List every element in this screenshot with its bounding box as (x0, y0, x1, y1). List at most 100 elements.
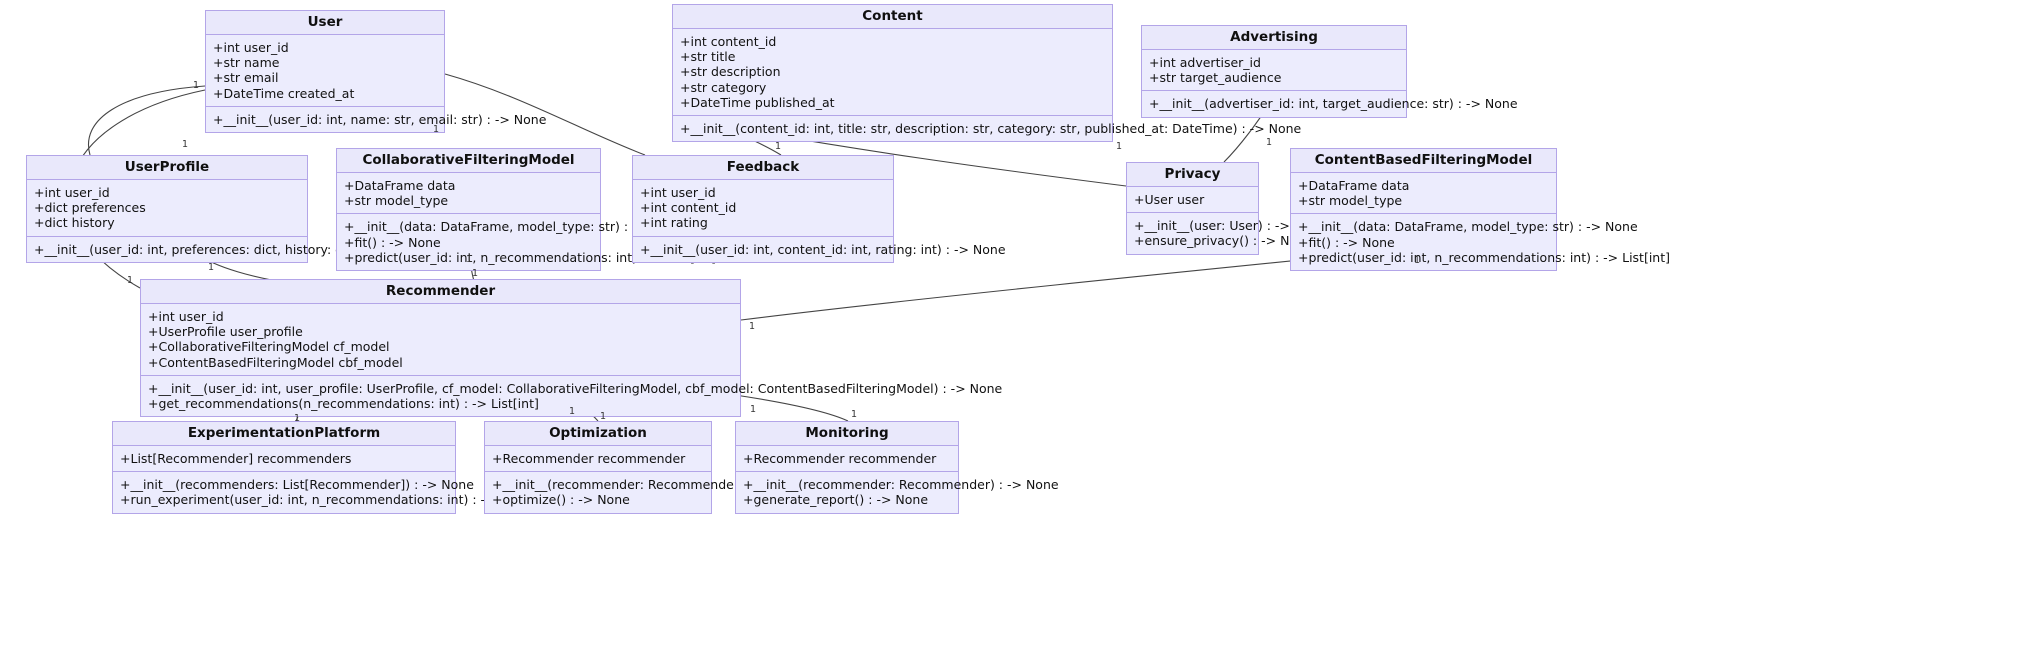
multiplicity-label: 1 (600, 411, 607, 422)
class-attributes-cfmodel: +DataFrame data+str model_type (337, 173, 600, 215)
method-line: +__init__(recommender: Recommender) : ->… (743, 477, 1059, 493)
uml-class-experimentationplatform[interactable]: ExperimentationPlatform+List[Recommender… (112, 421, 607, 514)
attribute-line: +DataFrame data (1298, 178, 1410, 193)
attribute-line: +str email (213, 70, 279, 86)
multiplicity-label: 1 (182, 139, 189, 150)
method-line: +run_experiment(user_id: int, n_recommen… (120, 492, 607, 508)
multiplicity-label: 1 (1116, 141, 1123, 152)
attribute-line: +str name (213, 55, 280, 71)
class-methods-cfmodel: +__init__(data: DataFrame, model_type: s… (337, 214, 716, 271)
multiplicity-label: 1 (1266, 137, 1273, 148)
class-methods-advertising: +__init__(advertiser_id: int, target_aud… (1142, 91, 1518, 117)
class-methods-userprofile: +__init__(user_id: int, preferences: dic… (27, 236, 427, 262)
attribute-line: +int user_id (213, 40, 289, 55)
method-line: +get_recommendations(n_recommendations: … (148, 396, 539, 412)
class-title-cfmodel: CollaborativeFilteringModel (337, 149, 600, 173)
method-line: +__init__(recommender: Recommender) : ->… (492, 477, 808, 493)
attribute-line: +dict history (34, 215, 115, 231)
class-methods-feedback: +__init__(user_id: int, content_id: int,… (633, 236, 1006, 262)
method-line: +ensure_privacy() : -> None (1134, 233, 1313, 249)
multiplicity-label: 1 (749, 321, 756, 332)
uml-class-cfmodel[interactable]: CollaborativeFilteringModel+DataFrame da… (336, 148, 716, 272)
class-title-user: User (206, 11, 444, 35)
method-line: +fit() : -> None (1298, 234, 1395, 250)
attribute-line: +int user_id (640, 185, 716, 200)
class-attributes-monitoring: +Recommender recommender (736, 446, 958, 473)
class-attributes-advertising: +int advertiser_id+str target_audience (1142, 50, 1406, 92)
uml-class-recommender[interactable]: Recommender+int user_id+UserProfile user… (140, 279, 1002, 418)
multiplicity-label: 1 (294, 413, 301, 424)
multiplicity-label: 1 (750, 404, 757, 415)
attribute-line: +DateTime created_at (213, 85, 355, 101)
attribute-line: +DateTime published_at (680, 94, 835, 110)
uml-class-cbfmodel[interactable]: ContentBasedFilteringModel +DataFrame dat… (1290, 148, 1670, 272)
class-attributes-feedback: +int user_id+int content_id+int rating (633, 180, 893, 237)
class-title-experimentationplatform: ExperimentationPlatform (113, 422, 455, 446)
class-methods-optimization: +__init__(recommender: Recommender) : ->… (485, 472, 808, 513)
attribute-line: +dict preferences (34, 200, 146, 216)
class-title-content: Content (673, 5, 1112, 29)
attribute-line: +Recommender recommender (492, 451, 686, 466)
attribute-line: +User user (1134, 192, 1205, 207)
method-line: +__init__(user_id: int, name: str, email… (213, 111, 547, 127)
attribute-line: +UserProfile user_profile (148, 324, 303, 340)
class-attributes-userprofile: +int user_id+dict preferences+dict histo… (27, 180, 307, 237)
attribute-line: +str title (680, 49, 736, 65)
class-attributes-content: +int content_id+str title+str descriptio… (673, 29, 1112, 117)
method-line: +__init__(recommenders: List[Recommender… (120, 477, 474, 493)
attribute-line: +int content_id (640, 200, 737, 216)
class-methods-experimentationplatform: +__init__(recommenders: List[Recommender… (113, 472, 607, 513)
attribute-line: +str target_audience (1149, 70, 1282, 86)
class-title-optimization: Optimization (485, 422, 711, 446)
attribute-line: +CollaborativeFilteringModel cf_model (148, 339, 390, 355)
uml-class-optimization[interactable]: Optimization +Recommender recommender +__i… (484, 421, 808, 514)
class-title-userprofile: UserProfile (27, 156, 307, 180)
class-methods-privacy: +__init__(user: User) : -> None+ensure_p… (1127, 213, 1326, 254)
uml-class-advertising[interactable]: Advertising+int advertiser_id+str target… (1141, 25, 1518, 118)
uml-class-privacy[interactable]: Privacy +User user +__init__(user: User) :… (1126, 162, 1326, 255)
uml-class-monitoring[interactable]: Monitoring+Recommender recommender +__ini… (735, 421, 1059, 514)
multiplicity-label: 1 (569, 406, 576, 417)
method-line: +__init__(data: DataFrame, model_type: s… (1298, 219, 1638, 235)
method-line: +__init__(content_id: int, title: str, d… (680, 121, 1302, 137)
multiplicity-label: 1 (127, 275, 134, 286)
attribute-line: +str model_type (1298, 193, 1403, 209)
uml-class-content[interactable]: Content+int content_id+str title+str des… (672, 4, 1302, 143)
class-attributes-recommender: +int user_id+UserProfile user_profile+Co… (141, 304, 740, 376)
uml-class-userprofile[interactable]: UserProfile+int user_id+dict preferences… (26, 155, 427, 263)
method-line: +__init__(user_id: int, preferences: dic… (34, 241, 427, 257)
class-title-feedback: Feedback (633, 156, 893, 180)
method-line: +__init__(data: DataFrame, model_type: s… (344, 219, 684, 235)
class-attributes-optimization: +Recommender recommender (485, 446, 711, 473)
class-attributes-privacy: +User user (1127, 187, 1258, 214)
class-title-privacy: Privacy (1127, 163, 1258, 187)
attribute-line: +str category (680, 79, 767, 95)
method-line: +optimize() : -> None (492, 492, 630, 508)
class-methods-recommender: +__init__(user_id: int, user_profile: Us… (141, 375, 1002, 417)
attribute-line: +str model_type (344, 193, 449, 209)
multiplicity-label: 1 (472, 268, 479, 279)
attribute-line: +DataFrame data (344, 178, 456, 193)
class-title-monitoring: Monitoring (736, 422, 958, 446)
attribute-line: +str description (680, 64, 781, 80)
method-line: +generate_report() : -> None (743, 492, 929, 508)
class-methods-user: +__init__(user_id: int, name: str, email… (206, 106, 547, 133)
class-methods-content: +__init__(content_id: int, title: str, d… (673, 116, 1302, 142)
method-line: +__init__(user_id: int, content_id: int,… (640, 241, 1006, 257)
class-title-advertising: Advertising (1142, 26, 1406, 50)
class-methods-cbfmodel: +__init__(data: DataFrame, model_type: s… (1291, 214, 1670, 271)
multiplicity-label: 1 (193, 80, 200, 91)
class-attributes-experimentationplatform: +List[Recommender] recommenders (113, 446, 455, 473)
multiplicity-label: 1 (1414, 255, 1421, 266)
attribute-line: +int rating (640, 215, 708, 231)
attribute-line: +int advertiser_id (1149, 55, 1261, 70)
class-attributes-user: +int user_id+str name+str email+DateTime… (206, 35, 444, 107)
class-title-cbfmodel: ContentBasedFilteringModel (1291, 149, 1556, 173)
multiplicity-label: 1 (851, 409, 858, 420)
multiplicity-label: 1 (775, 141, 782, 152)
attribute-line: +ContentBasedFilteringModel cbf_model (148, 354, 403, 370)
uml-class-user[interactable]: User+int user_id+str name+str email+Date… (205, 10, 547, 134)
uml-class-feedback[interactable]: Feedback+int user_id+int content_id+int … (632, 155, 1006, 263)
method-line: +__init__(advertiser_id: int, target_aud… (1149, 96, 1518, 112)
